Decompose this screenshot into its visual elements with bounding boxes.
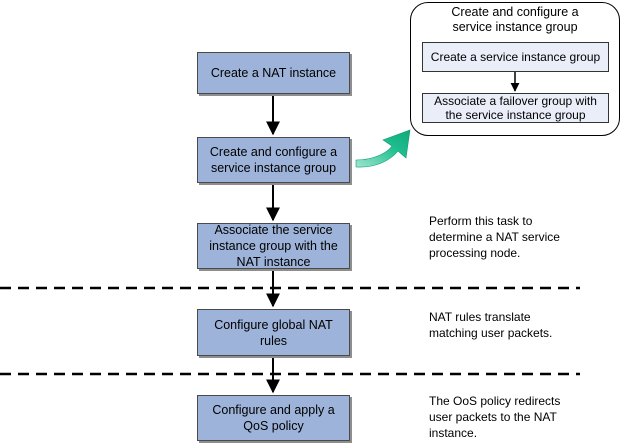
note-nat-rules: NAT rules translate matching user packet… bbox=[429, 310, 553, 340]
substep-connector bbox=[510, 72, 520, 92]
note-service-processing-node: Perform this task to determine a NAT ser… bbox=[429, 214, 560, 260]
substep-create-service-instance-group: Create a service instance group bbox=[422, 42, 609, 72]
substep-associate-failover-group: Associate a failover group with the serv… bbox=[422, 93, 609, 123]
callout-arrow bbox=[355, 129, 411, 168]
note-qos-policy: The OoS policy redirects user packets to… bbox=[429, 394, 561, 440]
step-create-service-instance-group: Create and configure a service instance … bbox=[197, 137, 350, 183]
detail-panel: Create and configure a service instance … bbox=[410, 2, 620, 136]
step-configure-global-nat-rules: Configure global NAT rules bbox=[197, 309, 350, 356]
step-create-nat-instance: Create a NAT instance bbox=[197, 52, 350, 94]
step-associate-group-with-nat: Associate the service instance group wit… bbox=[197, 223, 350, 269]
step-configure-qos-policy: Configure and apply a QoS policy bbox=[197, 395, 350, 441]
detail-panel-title: Create and configure a service instance … bbox=[451, 5, 579, 34]
